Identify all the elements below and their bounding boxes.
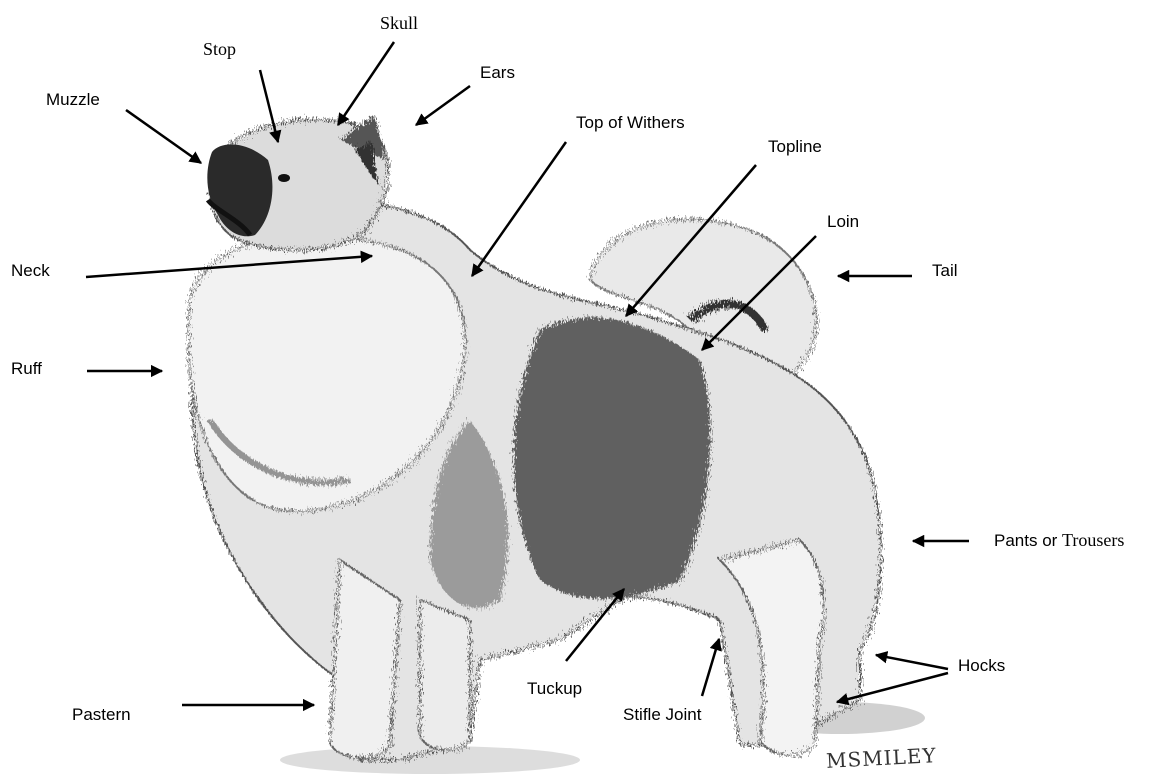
dog-illustration — [188, 115, 925, 774]
label-pastern: Pastern — [72, 706, 131, 723]
arrow-top-of-withers — [472, 142, 566, 276]
arrow-hocks-upper — [876, 655, 948, 669]
label-tuckup: Tuckup — [527, 680, 582, 697]
arrow-skull — [338, 42, 394, 125]
label-stop: Stop — [203, 40, 236, 58]
label-ruff: Ruff — [11, 360, 42, 377]
label-hocks: Hocks — [958, 657, 1005, 674]
dog-front-leg-far — [420, 600, 470, 750]
label-topline: Topline — [768, 138, 822, 155]
label-muzzle: Muzzle — [46, 91, 100, 108]
label-pants-or-trousers: Pants or Trousers — [994, 531, 1124, 549]
dog-saddle-dark — [514, 318, 711, 599]
label-tail: Tail — [932, 262, 958, 279]
label-loin: Loin — [827, 213, 859, 230]
label-pants-or: Pants or — [994, 531, 1057, 550]
dog-eye — [278, 174, 290, 182]
label-skull: Skull — [380, 14, 418, 32]
label-neck: Neck — [11, 262, 50, 279]
label-stifle-joint: Stifle Joint — [623, 706, 701, 723]
label-trousers: Trousers — [1062, 530, 1124, 550]
arrow-stifle — [702, 639, 719, 696]
label-top-of-withers: Top of Withers — [576, 114, 685, 131]
arrow-ears — [416, 86, 470, 125]
label-ears: Ears — [480, 64, 515, 81]
arrow-muzzle — [126, 110, 201, 163]
